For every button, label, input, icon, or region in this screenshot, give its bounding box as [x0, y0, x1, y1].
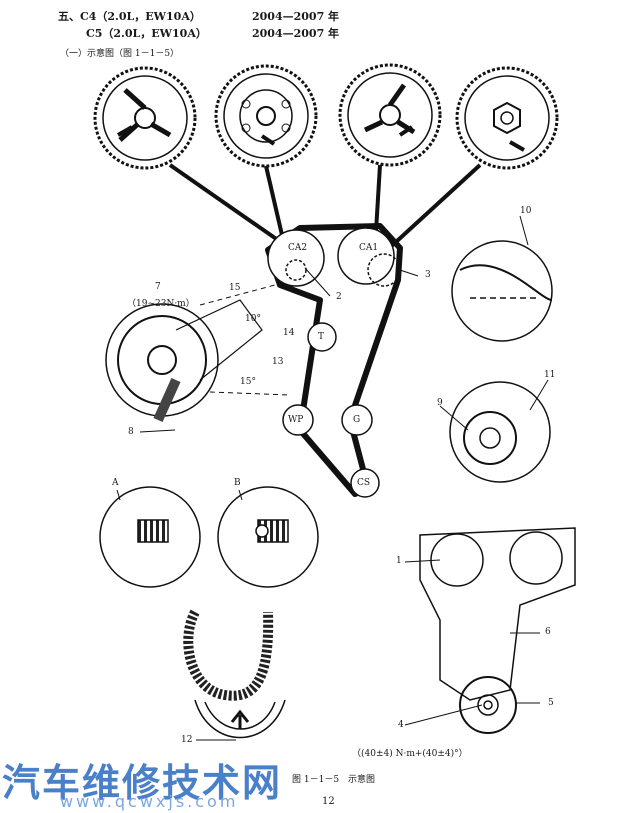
detail-a-label: A — [112, 478, 119, 488]
callout-12: 12 — [181, 735, 193, 745]
pulley-t-label: T — [318, 332, 325, 342]
timing-cover — [419, 527, 576, 734]
model-heading-c4: 五、C4（2.0L，EW10A） — [58, 10, 201, 23]
pulley-ca2-label: CA2 — [288, 243, 308, 253]
pulley-g-label: G — [353, 415, 361, 425]
callout-8: 8 — [128, 427, 134, 437]
callout-4: 4 — [398, 720, 404, 730]
model-heading-c5: C5（2.0L，EW10A） — [86, 27, 207, 40]
torque-note: （(40±4) N·m+(40±4)°） — [352, 749, 468, 759]
figure-caption: 图 1－1－5 示意图 — [292, 775, 376, 785]
sprocket-4 — [455, 66, 559, 170]
detail-10 — [451, 240, 553, 342]
years-c5: 2004—2007 年 — [252, 27, 340, 40]
callout-9: 9 — [437, 398, 443, 408]
callout-7: 7 — [155, 282, 161, 292]
callout-7-torque: （19~23N·m） — [127, 299, 195, 309]
detail-b-label: B — [234, 478, 241, 488]
angle-10-label: 10° — [245, 314, 261, 324]
watermark-url: www.qcwxjs.com — [60, 792, 239, 811]
callout-6: 6 — [545, 627, 551, 637]
callout-11: 11 — [544, 370, 556, 380]
callout-10: 10 — [520, 206, 532, 216]
sprocket-3 — [338, 63, 442, 167]
callout-3: 3 — [425, 270, 431, 280]
callout-5: 5 — [548, 698, 554, 708]
page-number: 12 — [322, 796, 335, 807]
tensioner-detail — [105, 284, 291, 423]
detail-9 — [449, 381, 551, 483]
section-title: （一）示意图（图 1－1－5） — [60, 49, 180, 59]
callout-13: 13 — [272, 357, 284, 367]
sprocket-2 — [214, 64, 318, 168]
years-c4: 2004—2007 年 — [252, 10, 340, 23]
pulley-cs-label: CS — [357, 478, 371, 488]
pulley-wp-label: WP — [288, 415, 304, 425]
angle-15-label: 15° — [240, 377, 256, 387]
pulley-ca1-label: CA1 — [359, 243, 379, 253]
sprocket-1 — [93, 66, 197, 170]
callout-1: 1 — [396, 556, 402, 566]
callout-15: 15 — [229, 283, 241, 293]
callout-14: 14 — [283, 328, 295, 338]
callout-2: 2 — [336, 292, 342, 302]
watermark-logo-text: 汽车维修技术网 — [2, 761, 283, 805]
